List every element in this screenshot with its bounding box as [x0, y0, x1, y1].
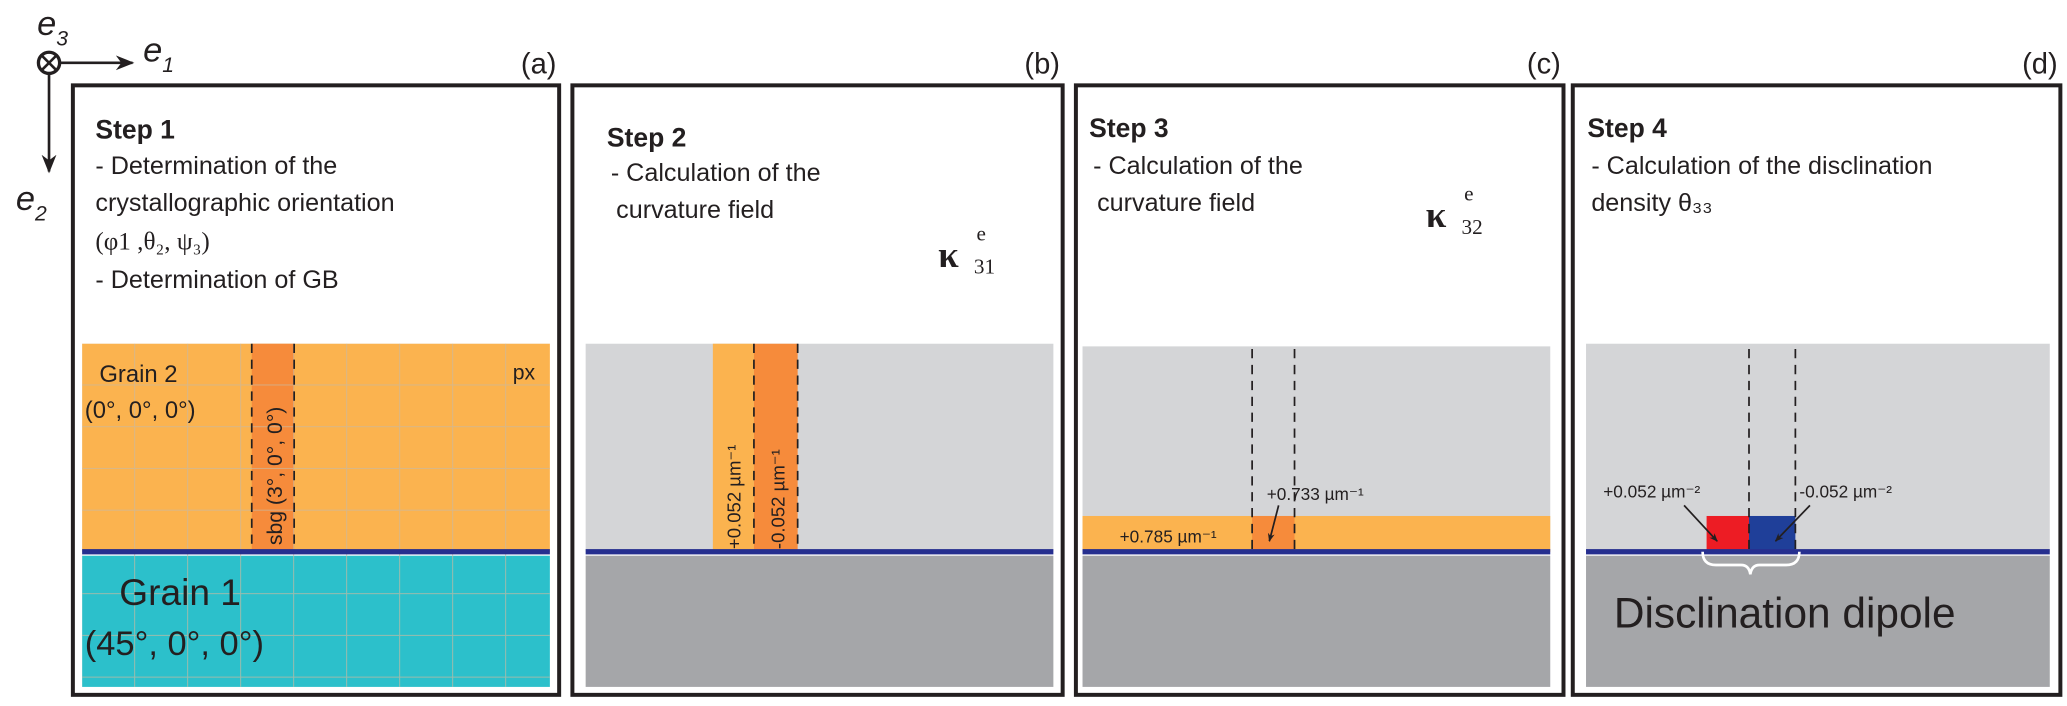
grain-2-region — [1586, 343, 2050, 552]
curvature-cell — [1252, 515, 1295, 552]
grain-2-label: Grain 2 — [99, 361, 177, 388]
negative-curvature-value: -0.052 µm⁻¹ — [767, 449, 788, 549]
panel-d: (d) Step 4 - Calculation of the disclina… — [1570, 48, 2063, 697]
e2-label: e2 — [16, 180, 47, 226]
panel-label: (b) — [1024, 48, 1060, 80]
euler-angles: (φ1 ,θ₂, ψ₃) — [95, 229, 209, 256]
negative-disclination — [1749, 515, 1796, 552]
grain-1-region — [585, 555, 1054, 687]
negative-curvature-column — [753, 343, 798, 552]
grain-1-region — [1586, 555, 2050, 687]
e3-label: e3 — [37, 5, 68, 51]
svg-text:κ: κ — [938, 235, 959, 276]
step-text: density θ₃₃ — [1591, 189, 1712, 217]
subgrain-label: sbg (3°, 0°, 0°) — [264, 407, 287, 545]
step-title: Step 4 — [1587, 113, 1667, 143]
panel-c: (c) Step 3 - Calculation of the curvatur… — [1073, 48, 1566, 697]
svg-text:32: 32 — [1461, 215, 1482, 239]
svg-text:e: e — [977, 221, 986, 245]
step-text: curvature field — [1097, 189, 1255, 217]
step-title: Step 2 — [607, 122, 687, 152]
grain-2-region — [585, 343, 1054, 552]
step-text: - Determination of GB — [95, 266, 338, 294]
step-text: - Determination of the — [95, 152, 337, 180]
panel-label: (d) — [2022, 48, 2058, 80]
grain-boundary — [1082, 549, 1551, 555]
grain-1-label: Grain 1 — [119, 571, 241, 613]
grain-1-region — [1082, 555, 1551, 687]
coordinate-axes: e1 e3 e2 — [16, 5, 174, 226]
panel-b: (b) Step 2 - Calculation of the curvatur… — [570, 48, 1065, 697]
step-text: - Calculation of the disclination — [1591, 152, 1932, 180]
positive-curvature-column — [712, 343, 754, 552]
grain-boundary — [585, 549, 1054, 555]
dipole-label: Disclination dipole — [1614, 589, 1956, 636]
step-text: - Calculation of the — [611, 159, 821, 187]
arrow — [1774, 504, 1811, 542]
arrow — [1267, 505, 1280, 542]
step-text: curvature field — [616, 196, 774, 224]
positive-disclination — [1706, 515, 1749, 552]
cell-curvature-value: +0.733 µm⁻¹ — [1267, 484, 1364, 504]
step-text: crystallographic orientation — [95, 189, 394, 217]
grain-1-orientation: (45°, 0°, 0°) — [85, 625, 264, 663]
arrow — [1683, 504, 1718, 542]
panel-a: (a) Step 1 - Determination of the crysta… — [70, 48, 562, 697]
panel-label: (a) — [521, 48, 557, 80]
svg-text:31: 31 — [974, 254, 995, 278]
curvature-symbol: κ e 32 — [1426, 182, 1483, 239]
positive-curvature-value: +0.052 µm⁻¹ — [724, 445, 745, 549]
pixel-grid — [82, 343, 550, 687]
band-curvature-value: +0.785 µm⁻¹ — [1120, 526, 1217, 546]
brace — [1701, 551, 1801, 575]
step-text: - Calculation of the — [1093, 152, 1303, 180]
step-title: Step 1 — [95, 114, 175, 144]
grain-boundary — [1586, 549, 2050, 555]
step-title: Step 3 — [1089, 113, 1169, 143]
svg-text:e: e — [1464, 182, 1473, 206]
e1-label: e1 — [143, 32, 174, 78]
svg-text:κ: κ — [1426, 195, 1447, 236]
pixel-label: px — [513, 361, 536, 384]
panel-label: (c) — [1527, 48, 1561, 80]
positive-density-value: +0.052 µm⁻² — [1603, 481, 1700, 501]
grain-2-orientation: (0°, 0°, 0°) — [85, 397, 196, 424]
curvature-band — [1082, 515, 1551, 552]
grain-boundary — [82, 549, 550, 555]
curvature-symbol: κ e 31 — [938, 221, 995, 278]
negative-density-value: -0.052 µm⁻² — [1799, 481, 1892, 501]
